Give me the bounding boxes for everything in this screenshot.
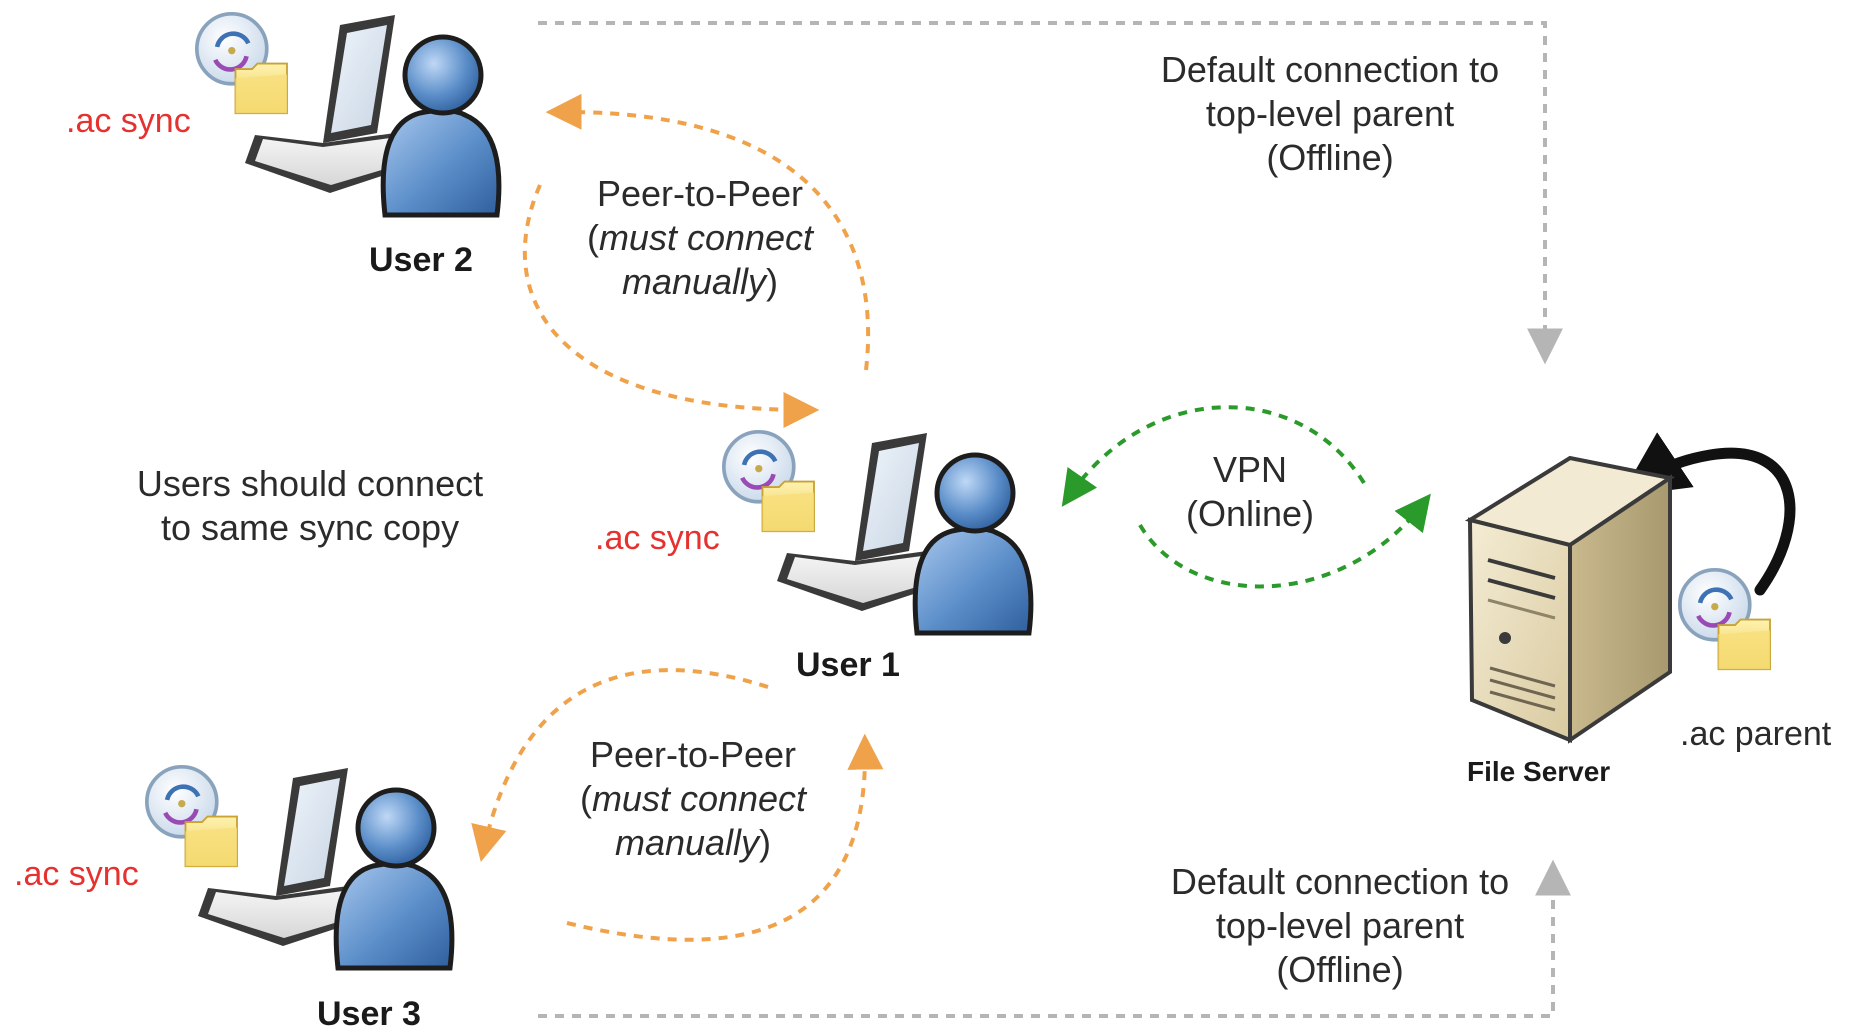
server-icon: [1464, 455, 1676, 744]
peer-arrow-user1-to-user3: [471, 668, 769, 863]
user3-label: User 3: [317, 995, 421, 1033]
default-top-line2: top-level parent: [1205, 92, 1455, 134]
file-server-label: File Server: [1467, 756, 1611, 787]
user2-workstation-icon: [245, 15, 499, 215]
p2p-top-line1: Peer-to-Peer: [596, 173, 804, 214]
user2-label: User 2: [369, 241, 473, 279]
vpn-arrow-user1-to-server: [1138, 493, 1431, 589]
default-connection-top-label: Default connection to top-level parent (…: [1130, 48, 1530, 180]
user1-label: User 1: [796, 646, 900, 684]
default-bottom-line3: (Offline): [1276, 948, 1404, 990]
default-top-line1: Default connection to: [1160, 49, 1500, 90]
p2p-top-italic2: manually: [621, 260, 767, 302]
user3-sync-icon: [147, 767, 237, 866]
vpn-line1: VPN: [1212, 449, 1288, 490]
file-server-parent-label: .ac parent: [1680, 715, 1832, 753]
default-top-line3: (Offline): [1266, 136, 1394, 178]
user3-workstation-icon: [198, 768, 452, 968]
default-connection-bottom-label: Default connection to top-level parent (…: [1140, 860, 1540, 992]
p2p-top-open: (: [586, 216, 599, 258]
user1-node: [724, 432, 1031, 633]
same-sync-copy-label: Users should connect to same sync copy: [100, 462, 520, 550]
user1-sync-icon: [724, 432, 814, 531]
user2-node: [197, 14, 499, 215]
user2-sync-label: .ac sync: [66, 102, 191, 140]
same-copy-line1: Users should connect: [136, 463, 484, 504]
default-bottom-line1: Default connection to: [1170, 861, 1510, 902]
peer-to-peer-top-label: Peer-to-Peer (must connect manually): [550, 172, 850, 304]
p2p-bottom-line1: Peer-to-Peer: [589, 734, 797, 775]
user1-workstation-icon: [777, 433, 1031, 633]
p2p-top-italic1: must connect: [598, 216, 814, 258]
same-copy-line2: to same sync copy: [160, 506, 460, 548]
default-connection-bottom-arrow: [538, 859, 1571, 1018]
vpn-line2: (Online): [1185, 492, 1315, 534]
user1-sync-label: .ac sync: [595, 519, 720, 557]
p2p-bottom-italic2: manually: [614, 821, 760, 863]
file-server-node: [1464, 455, 1770, 744]
p2p-bottom-open: (: [579, 777, 592, 819]
peer-arrow-user3-to-user1: [566, 733, 884, 942]
p2p-bottom-close: ): [759, 821, 772, 863]
parent-sync-icon: [1680, 570, 1770, 669]
vpn-arrow-server-to-user1: [1061, 405, 1366, 507]
vpn-label: VPN (Online): [1140, 448, 1360, 536]
user3-node: [147, 767, 452, 968]
user2-sync-icon: [197, 14, 287, 113]
user3-sync-label: .ac sync: [14, 855, 139, 893]
parent-curved-arrow: [1620, 432, 1796, 596]
p2p-top-close: ): [766, 260, 779, 302]
peer-to-peer-bottom-label: Peer-to-Peer (must connect manually): [543, 733, 843, 865]
p2p-bottom-italic1: must connect: [591, 777, 807, 819]
default-connection-top-arrow: [538, 21, 1563, 365]
default-bottom-line2: top-level parent: [1215, 904, 1465, 946]
